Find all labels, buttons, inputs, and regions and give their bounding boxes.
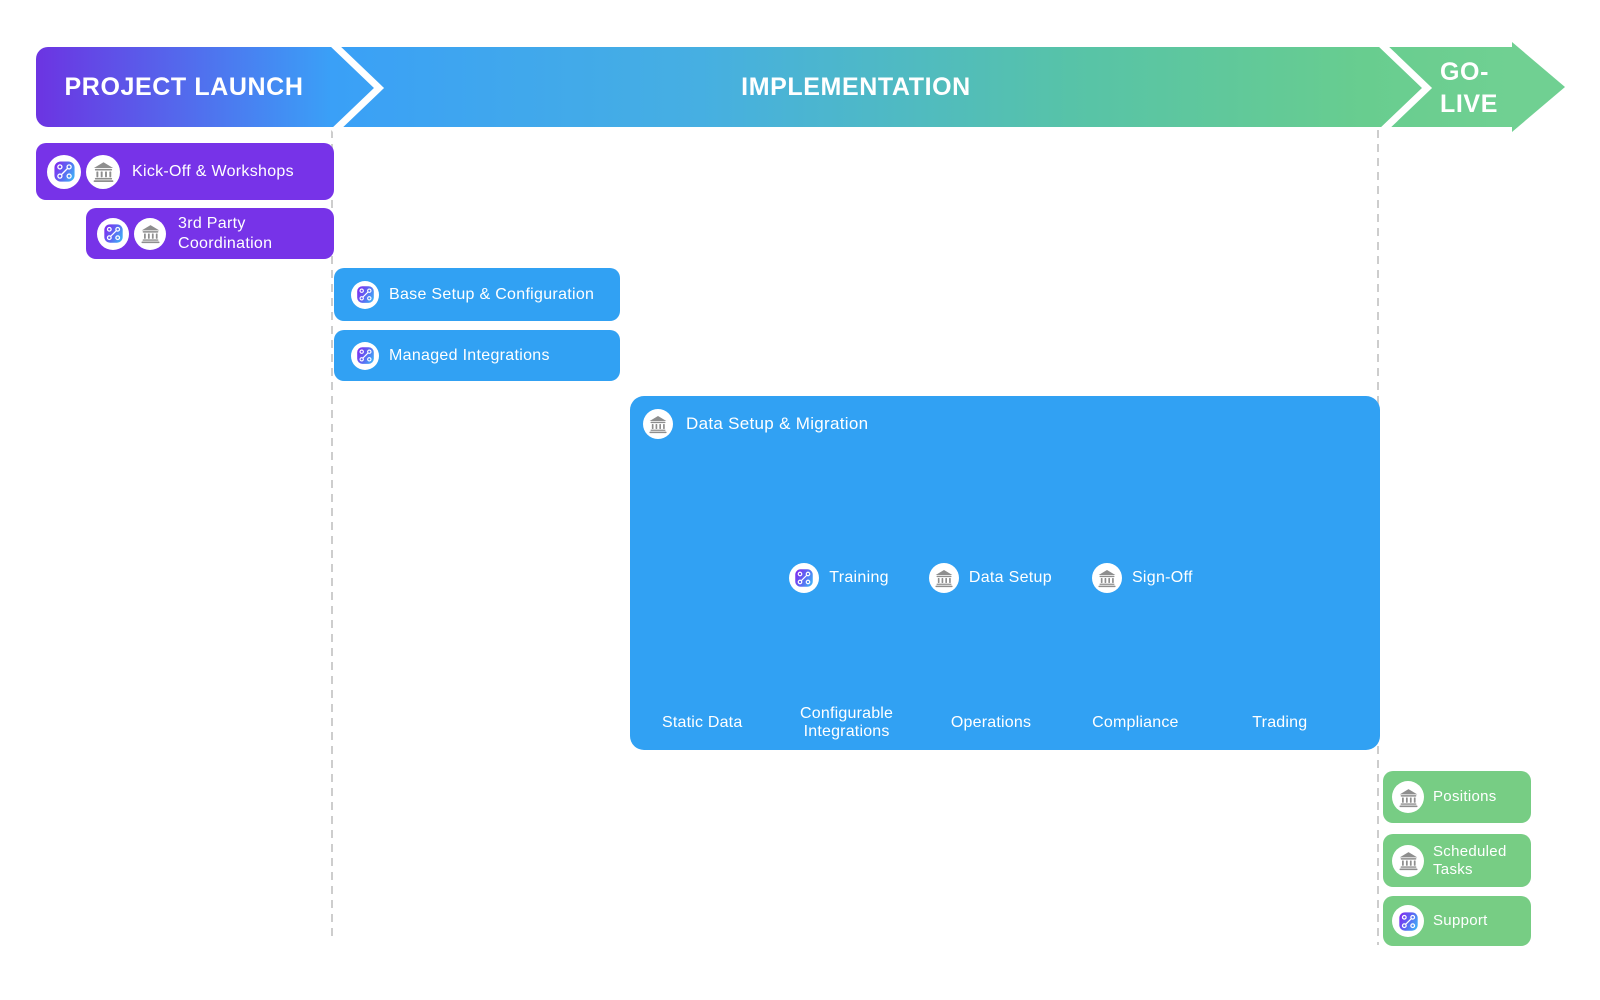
- bank-icon: [1392, 844, 1424, 877]
- data-setup-migration-header: Data Setup & Migration: [643, 409, 868, 439]
- logo-icon: [789, 563, 820, 593]
- bank-icon: [1392, 781, 1424, 813]
- card-label: 3rd Party Coordination: [178, 214, 273, 252]
- milestone-data-setup: Data Setup: [928, 563, 1052, 593]
- card-third-party-coordination: 3rd Party Coordination: [86, 208, 334, 259]
- phase-banner: [36, 47, 1513, 127]
- milestone-sign-off: Sign-Off: [1091, 563, 1193, 593]
- banner-arrowhead-icon: [1512, 42, 1565, 132]
- logo-icon: [47, 154, 81, 189]
- bank-icon: [134, 217, 166, 250]
- card-label: Scheduled Tasks: [1433, 842, 1507, 878]
- logo-icon: [97, 217, 129, 250]
- card-base-setup-configuration: Base Setup & Configuration: [334, 268, 620, 321]
- card-kickoff-workshops: Kick-Off & Workshops: [36, 143, 334, 200]
- milestone-row: Training Data Setup Sign-Off: [630, 563, 1352, 593]
- phase-go-live-line2: LIVE: [1440, 90, 1498, 118]
- chevron-right-icon: [330, 41, 385, 135]
- logo-icon: [1392, 905, 1424, 937]
- card-label: Data Setup & Migration: [686, 414, 869, 433]
- phase-go-live-line1: GO-: [1440, 58, 1490, 86]
- milestone-training: Training: [789, 563, 889, 593]
- card-managed-integrations: Managed Integrations: [334, 330, 620, 381]
- milestone-label: Data Setup: [968, 569, 1052, 586]
- milestone-label: Sign-Off: [1131, 569, 1193, 586]
- card-label: Base Setup & Configuration: [389, 285, 595, 303]
- workstream-trading: Trading: [1252, 713, 1308, 731]
- chevron-right-icon: [1378, 41, 1433, 135]
- card-scheduled-tasks: Scheduled Tasks: [1383, 834, 1531, 887]
- bank-icon: [928, 563, 959, 593]
- workstream-row: Static Data Configurable Integrations Op…: [630, 705, 1352, 740]
- card-label: Support: [1433, 912, 1488, 929]
- phase-project-launch-label: PROJECT LAUNCH: [64, 72, 304, 101]
- card-label: Managed Integrations: [389, 346, 550, 364]
- phase-implementation: IMPLEMENTATION: [332, 47, 1380, 127]
- logo-icon: [351, 341, 379, 370]
- bank-icon: [86, 154, 120, 189]
- phase-divider-launch-implementation: [331, 130, 333, 942]
- workstream-static-data: Static Data: [661, 713, 743, 731]
- card-data-setup-migration: Data Setup & Migration Training Data Set…: [630, 396, 1380, 750]
- phase-go-live: GO- LIVE: [1440, 56, 1498, 120]
- card-label: Kick-Off & Workshops: [132, 162, 294, 180]
- card-support: Support: [1383, 896, 1531, 946]
- workstream-configurable-integrations: Configurable Integrations: [800, 705, 894, 740]
- bank-icon: [1091, 563, 1122, 593]
- phase-project-launch: PROJECT LAUNCH: [36, 47, 332, 127]
- card-label: Positions: [1433, 788, 1497, 805]
- bank-icon: [643, 409, 673, 439]
- workstream-operations: Operations: [950, 713, 1032, 731]
- logo-icon: [351, 280, 379, 309]
- card-positions: Positions: [1383, 771, 1531, 823]
- phase-implementation-label: IMPLEMENTATION: [741, 72, 971, 101]
- milestone-label: Training: [829, 569, 889, 586]
- workstream-compliance: Compliance: [1092, 713, 1179, 731]
